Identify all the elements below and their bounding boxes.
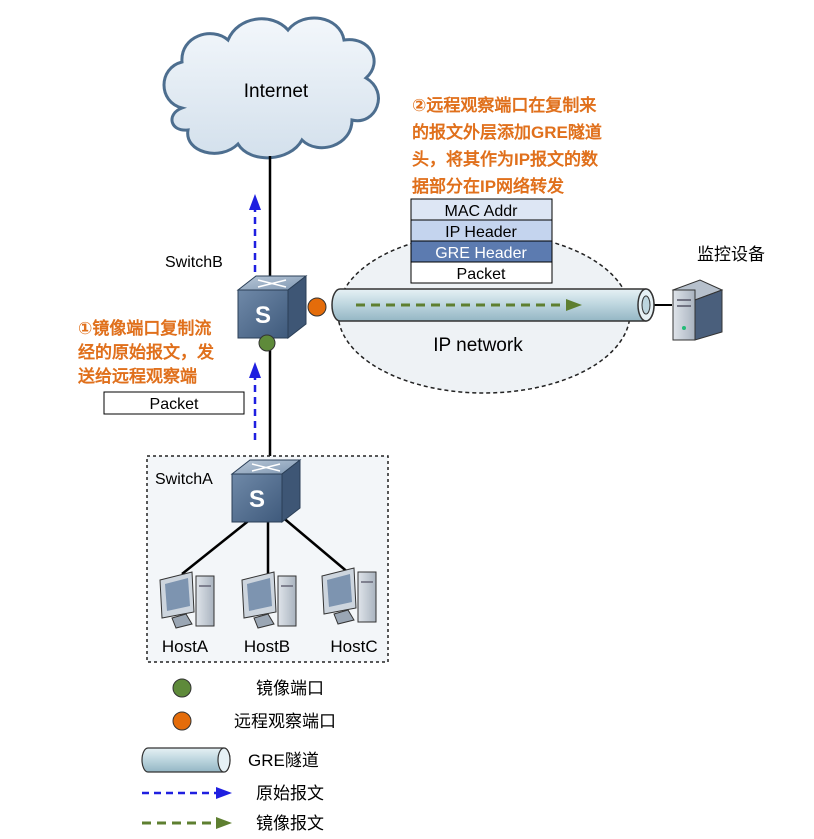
internet-label: Internet — [244, 81, 309, 102]
legend-gre-tunnel-label: GRE隧道 — [248, 751, 319, 770]
legend-original-packet-arrow — [142, 787, 232, 799]
legend-mirrored-packet-arrow — [142, 817, 232, 829]
hostc-pc-icon — [321, 567, 377, 625]
legend: 镜像端口 远程观察端口 GRE隧道 原始报文 镜像报文 — [141, 678, 336, 833]
note-mirror-port: ①镜像端口复制流 经的原始报文，发 送给远程观察端 — [78, 318, 215, 386]
original-packet-box: Packet — [103, 391, 245, 415]
note1-line-2: 经的原始报文，发 — [78, 342, 215, 362]
legend-mirrored-packet-label: 镜像报文 — [256, 814, 324, 833]
hostb-label: HostB — [244, 637, 290, 656]
legend-remote-port-icon — [172, 711, 192, 731]
hostc-label: HostC — [330, 637, 377, 656]
note-remote-port: ②远程观察端口在复制来 的报文外层添加GRE隧道 头，将其作为IP报文的数 据部… — [412, 95, 602, 196]
note2-line-1: ②远程观察端口在复制来 — [412, 95, 597, 115]
encap-packet: Packet — [457, 266, 506, 283]
remote-observation-port — [307, 297, 327, 317]
switchb-label: SwitchB — [165, 254, 223, 271]
switcha-label: SwitchA — [155, 471, 213, 488]
mirror-port — [258, 334, 276, 352]
svg-text:S: S — [249, 486, 265, 513]
encap-ip-header: IP Header — [445, 224, 517, 241]
original-packet-arrow-upper — [249, 194, 261, 272]
internet-cloud: Internet — [162, 16, 380, 160]
encapsulated-packet: MAC Addr IP Header GRE Header Packet — [410, 198, 553, 284]
note2-line-2: 的报文外层添加GRE隧道 — [412, 122, 602, 142]
encap-gre-header: GRE Header — [435, 245, 527, 262]
note2-line-3: 头，将其作为IP报文的数 — [412, 149, 599, 169]
switcha-icon: S — [230, 458, 302, 524]
note2-line-4: 据部分在IP网络转发 — [412, 176, 565, 196]
hostb-pc-icon — [241, 571, 297, 629]
legend-mirror-port-icon — [172, 678, 192, 698]
hosta-pc-icon — [159, 571, 215, 629]
note1-line-3: 送给远程观察端 — [78, 366, 197, 386]
encap-mac-addr: MAC Addr — [445, 203, 519, 220]
monitor-server-icon — [671, 279, 724, 341]
ip-network-label: IP network — [433, 335, 523, 356]
switchb-icon: S — [236, 274, 308, 340]
legend-original-packet-label: 原始报文 — [256, 784, 324, 803]
original-packet-label: Packet — [150, 396, 199, 413]
mirrored-packet-arrow — [356, 299, 582, 311]
monitor-label: 监控设备 — [697, 245, 765, 264]
note1-line-1: ①镜像端口复制流 — [78, 318, 211, 338]
legend-gre-tunnel-icon — [141, 747, 231, 773]
hosta-label: HostA — [162, 637, 209, 656]
svg-text:S: S — [255, 302, 271, 329]
original-packet-arrow-lower — [249, 362, 261, 440]
legend-remote-port-label: 远程观察端口 — [234, 712, 336, 731]
link-switcha-hostc — [273, 509, 351, 575]
legend-mirror-port-label: 镜像端口 — [256, 679, 324, 698]
